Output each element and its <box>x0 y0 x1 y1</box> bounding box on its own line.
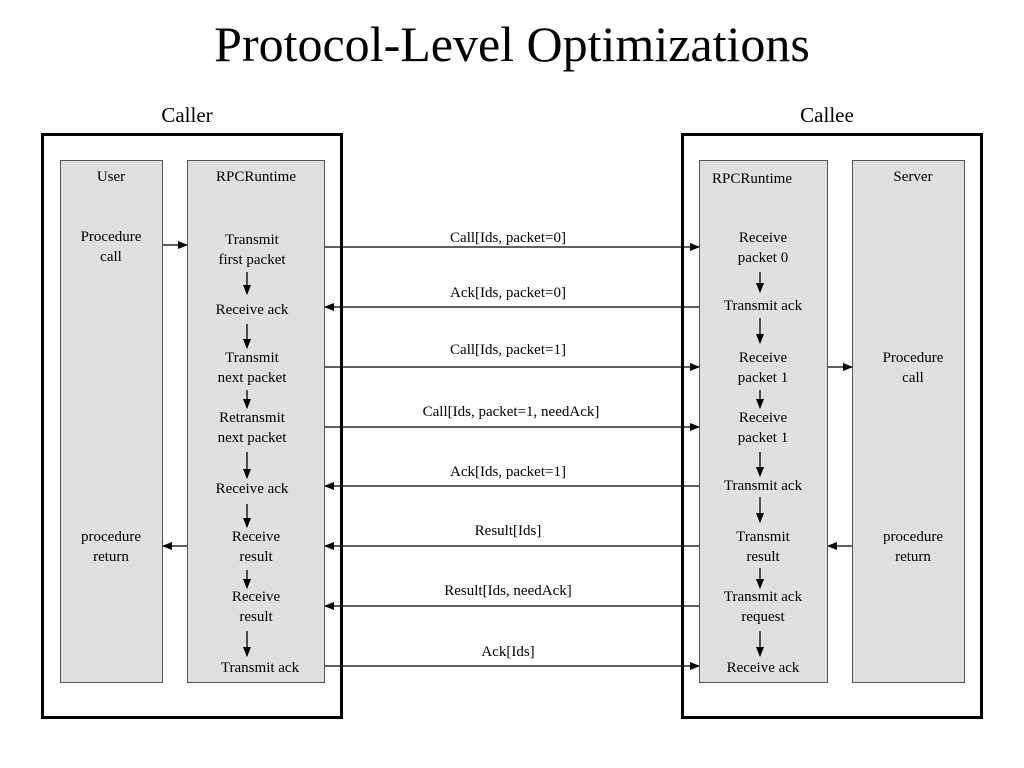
callee-box <box>681 133 983 719</box>
caller-user-lane <box>60 160 163 683</box>
message-label: Ack[Ids, packet=0] <box>450 285 566 301</box>
caller-runtime-step: Receive ack <box>215 302 289 318</box>
caller-label: Caller <box>161 103 213 127</box>
callee-runtime-step: Transmit ack <box>723 478 803 494</box>
message-label: Result[Ids, needAck] <box>444 583 572 599</box>
message-label: Ack[Ids] <box>481 644 535 660</box>
caller-box <box>41 133 343 719</box>
callee-runtime-step: Receive ack <box>726 660 800 676</box>
caller-runtime-lane <box>187 160 325 683</box>
callee-server-header: Server <box>893 169 933 185</box>
caller-runtime-header: RPCRuntime <box>215 169 297 185</box>
message-label: Call[Ids, packet=1] <box>450 342 566 358</box>
message-label: Result[Ids] <box>474 523 542 539</box>
callee-runtime-lane <box>699 160 828 683</box>
caller-runtime-step: Receive ack <box>215 481 289 497</box>
message-label: Call[Ids, packet=1, needAck] <box>422 404 600 420</box>
callee-runtime-header: RPCRuntime <box>711 171 793 187</box>
callee-label: Callee <box>800 103 854 127</box>
message-label: Ack[Ids, packet=1] <box>450 464 566 480</box>
caller-user-header: User <box>96 169 126 185</box>
callee-runtime-step: Transmit ack <box>723 298 803 314</box>
message-label: Call[Ids, packet=0] <box>450 230 566 246</box>
callee-server-lane <box>852 160 965 683</box>
slide-title: Protocol-Level Optimizations <box>214 16 810 72</box>
caller-runtime-step: Transmit ack <box>220 660 300 676</box>
